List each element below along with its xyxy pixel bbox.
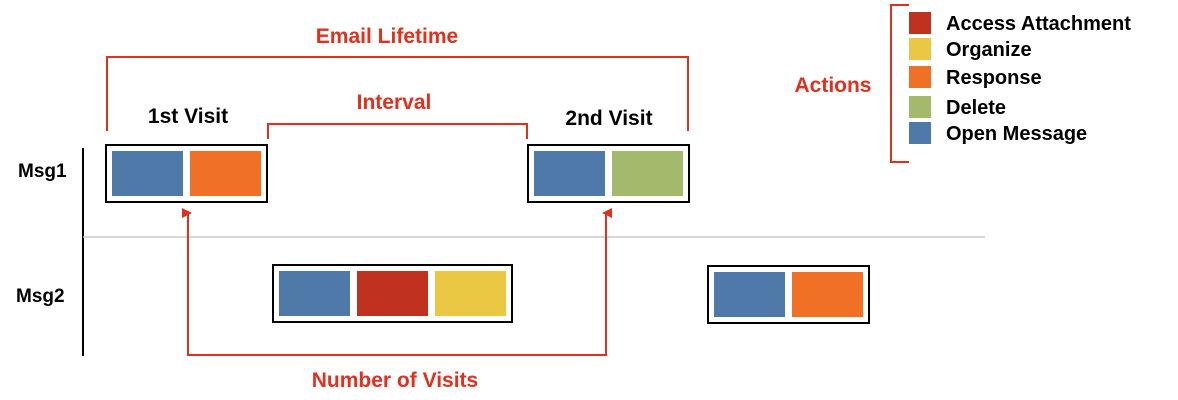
legend-swatch-open-message: [909, 122, 931, 144]
legend-swatch-delete: [909, 96, 931, 118]
action-block-open-message: [279, 271, 350, 316]
number-of-visits-arrows: [182, 208, 612, 356]
visit-box-msg2-second: [707, 265, 870, 324]
legend-swatch-access-attachment: [909, 12, 931, 34]
action-block-response: [190, 151, 261, 196]
legend-label-response: Response: [946, 67, 1042, 89]
interval-label: Interval: [357, 91, 432, 114]
action-block-delete: [612, 151, 683, 196]
interval-bracket: [267, 123, 528, 139]
action-block-open-message: [112, 151, 183, 196]
legend-label-access-attachment: Access Attachment: [946, 13, 1131, 35]
email-lifetime-label: Email Lifetime: [316, 25, 458, 48]
action-block-access-attachment: [357, 271, 428, 316]
row-label-msg2: Msg2: [16, 286, 65, 307]
number-of-visits-label: Number of Visits: [312, 369, 478, 392]
legend-items: Access AttachmentOrganizeResponseDeleteO…: [909, 12, 1131, 145]
action-block-response: [792, 272, 863, 317]
legend-bracket: [890, 4, 909, 163]
visit-box-msg1-second: [527, 144, 690, 203]
legend-label-organize: Organize: [946, 39, 1032, 61]
legend-swatch-organize: [909, 38, 931, 60]
legend-title: Actions: [794, 74, 871, 97]
email-lifetime-bracket: [106, 56, 689, 131]
action-block-organize: [435, 271, 506, 316]
second-visit-label: 2nd Visit: [565, 107, 652, 130]
legend-label-delete: Delete: [946, 97, 1006, 119]
action-block-open-message: [714, 272, 785, 317]
row-label-msg1: Msg1: [18, 161, 67, 182]
first-visit-label: 1st Visit: [148, 105, 228, 128]
legend-swatch-response: [909, 66, 931, 88]
action-block-open-message: [534, 151, 605, 196]
visit-box-msg2-first: [272, 264, 513, 323]
visit-box-msg1-first: [105, 144, 268, 203]
legend-label-open-message: Open Message: [946, 123, 1087, 145]
